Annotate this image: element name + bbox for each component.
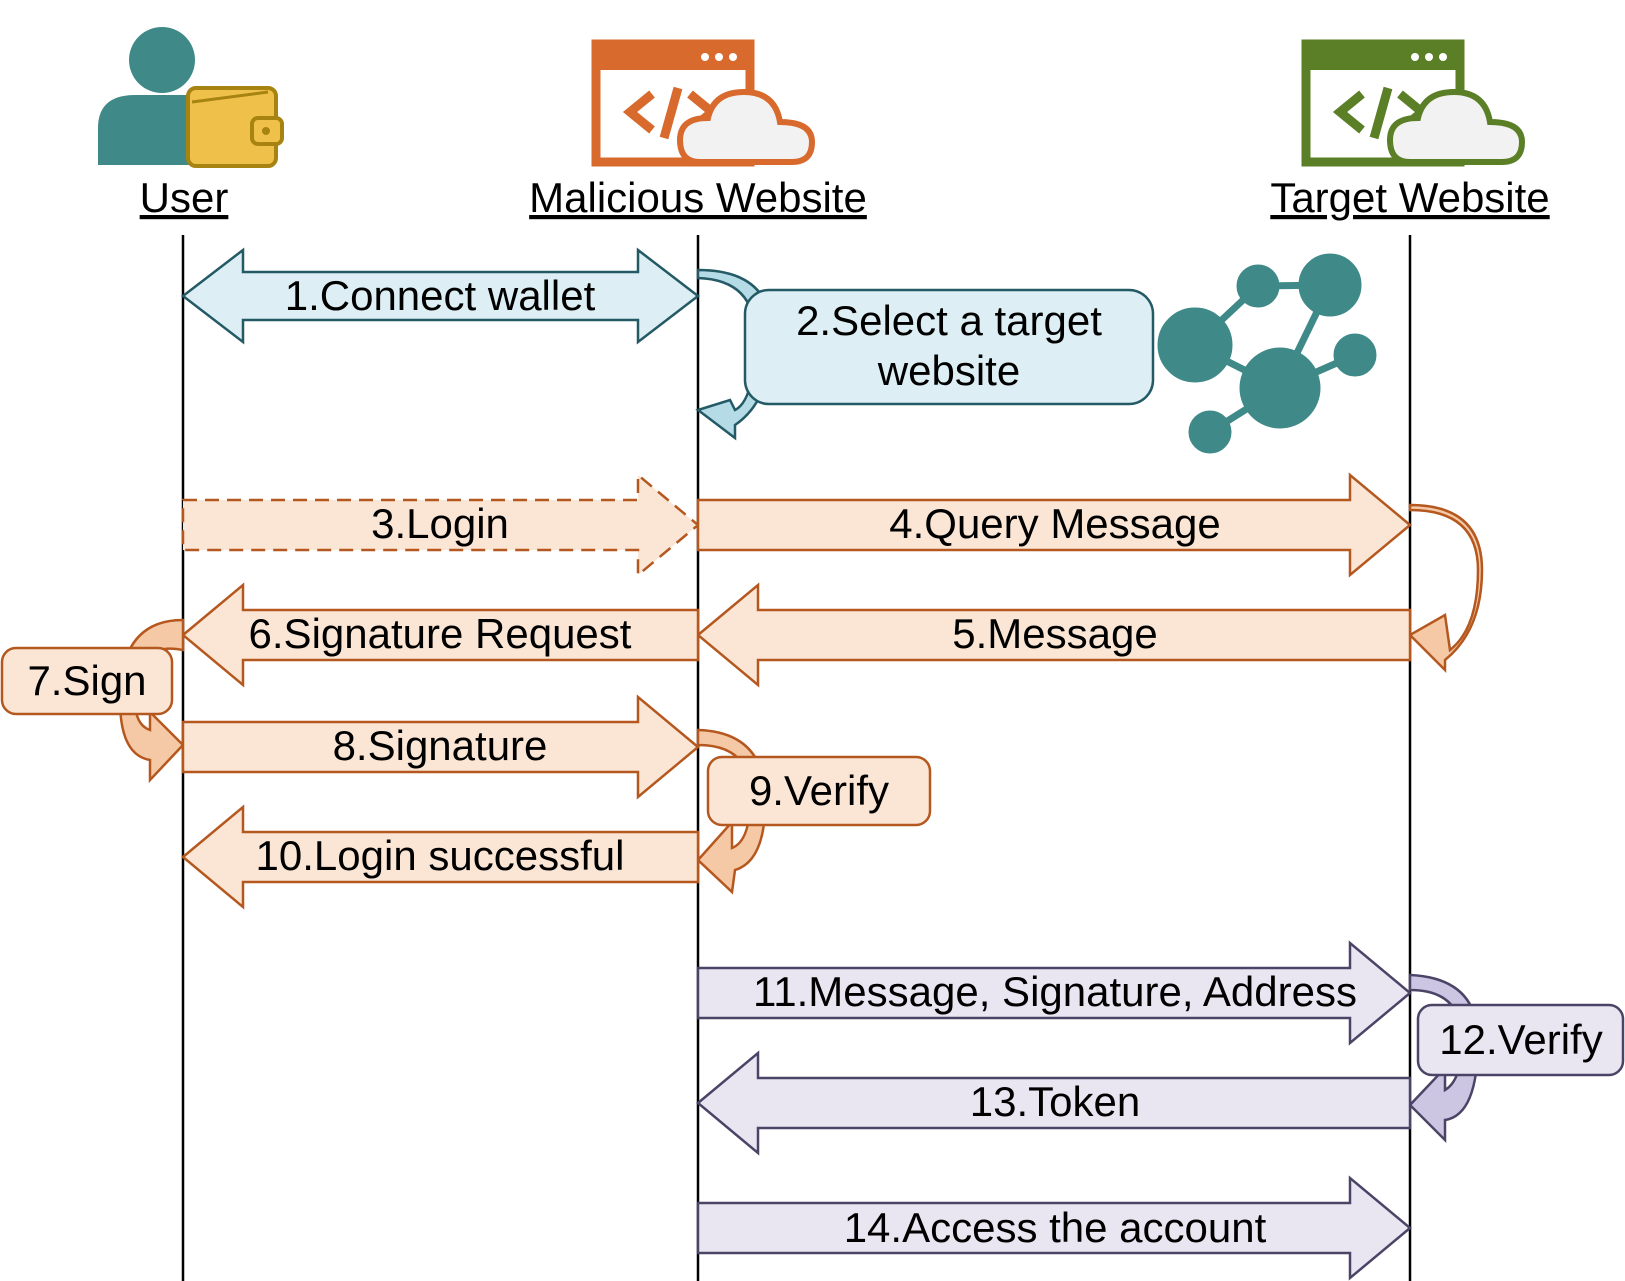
arrow-step13: 13.Token bbox=[696, 1050, 1412, 1156]
step2-label-line1: 2.Select a target bbox=[796, 297, 1102, 344]
step2-label-line2: website bbox=[877, 347, 1020, 394]
arrow-step6: 6.Signature Request bbox=[181, 582, 700, 688]
step9-box: 9.Verify bbox=[706, 755, 932, 827]
arrow-step11: 11.Message, Signature, Address bbox=[696, 940, 1412, 1046]
arrow-step5: 5.Message bbox=[696, 582, 1412, 688]
network-icon bbox=[1157, 253, 1377, 454]
arrow-step14: 14.Access the account bbox=[696, 1175, 1412, 1281]
step4-label: 4.Query Message bbox=[889, 500, 1221, 547]
step2-box: 2.Select a target website bbox=[743, 288, 1155, 406]
step7-box: 7.Sign bbox=[0, 646, 174, 716]
step7-label: 7.Sign bbox=[27, 657, 146, 704]
cloud-icon bbox=[1386, 88, 1526, 165]
step5-label: 5.Message bbox=[952, 610, 1157, 657]
step6-label: 6.Signature Request bbox=[249, 610, 632, 657]
actor-target-label: Target Website bbox=[1270, 174, 1549, 221]
arrow-step8: 8.Signature bbox=[181, 694, 700, 800]
wallet-icon bbox=[186, 86, 284, 168]
arrow-step1: 1.Connect wallet bbox=[180, 247, 701, 345]
step12-label: 12.Verify bbox=[1439, 1016, 1602, 1063]
step8-label: 8.Signature bbox=[333, 722, 548, 769]
cloud-icon bbox=[676, 88, 816, 165]
step3-label: 3.Login bbox=[371, 500, 509, 547]
step10-label: 10.Login successful bbox=[256, 832, 625, 879]
arrow-step4: 4.Query Message bbox=[696, 472, 1412, 578]
self-loop-arrow bbox=[1407, 503, 1484, 674]
step11-label: 11.Message, Signature, Address bbox=[753, 968, 1357, 1015]
step13-label: 13.Token bbox=[970, 1078, 1140, 1125]
step9-label: 9.Verify bbox=[749, 767, 889, 814]
step12-box: 12.Verify bbox=[1416, 1003, 1625, 1077]
actor-user-label: User bbox=[140, 174, 229, 221]
arrow-step10: 10.Login successful bbox=[181, 804, 700, 910]
step14-label: 14.Access the account bbox=[844, 1204, 1267, 1251]
actor-malicious-label: Malicious Website bbox=[529, 174, 867, 221]
arrow-step3: 3.Login bbox=[181, 472, 700, 578]
step1-label: 1.Connect wallet bbox=[285, 272, 596, 319]
